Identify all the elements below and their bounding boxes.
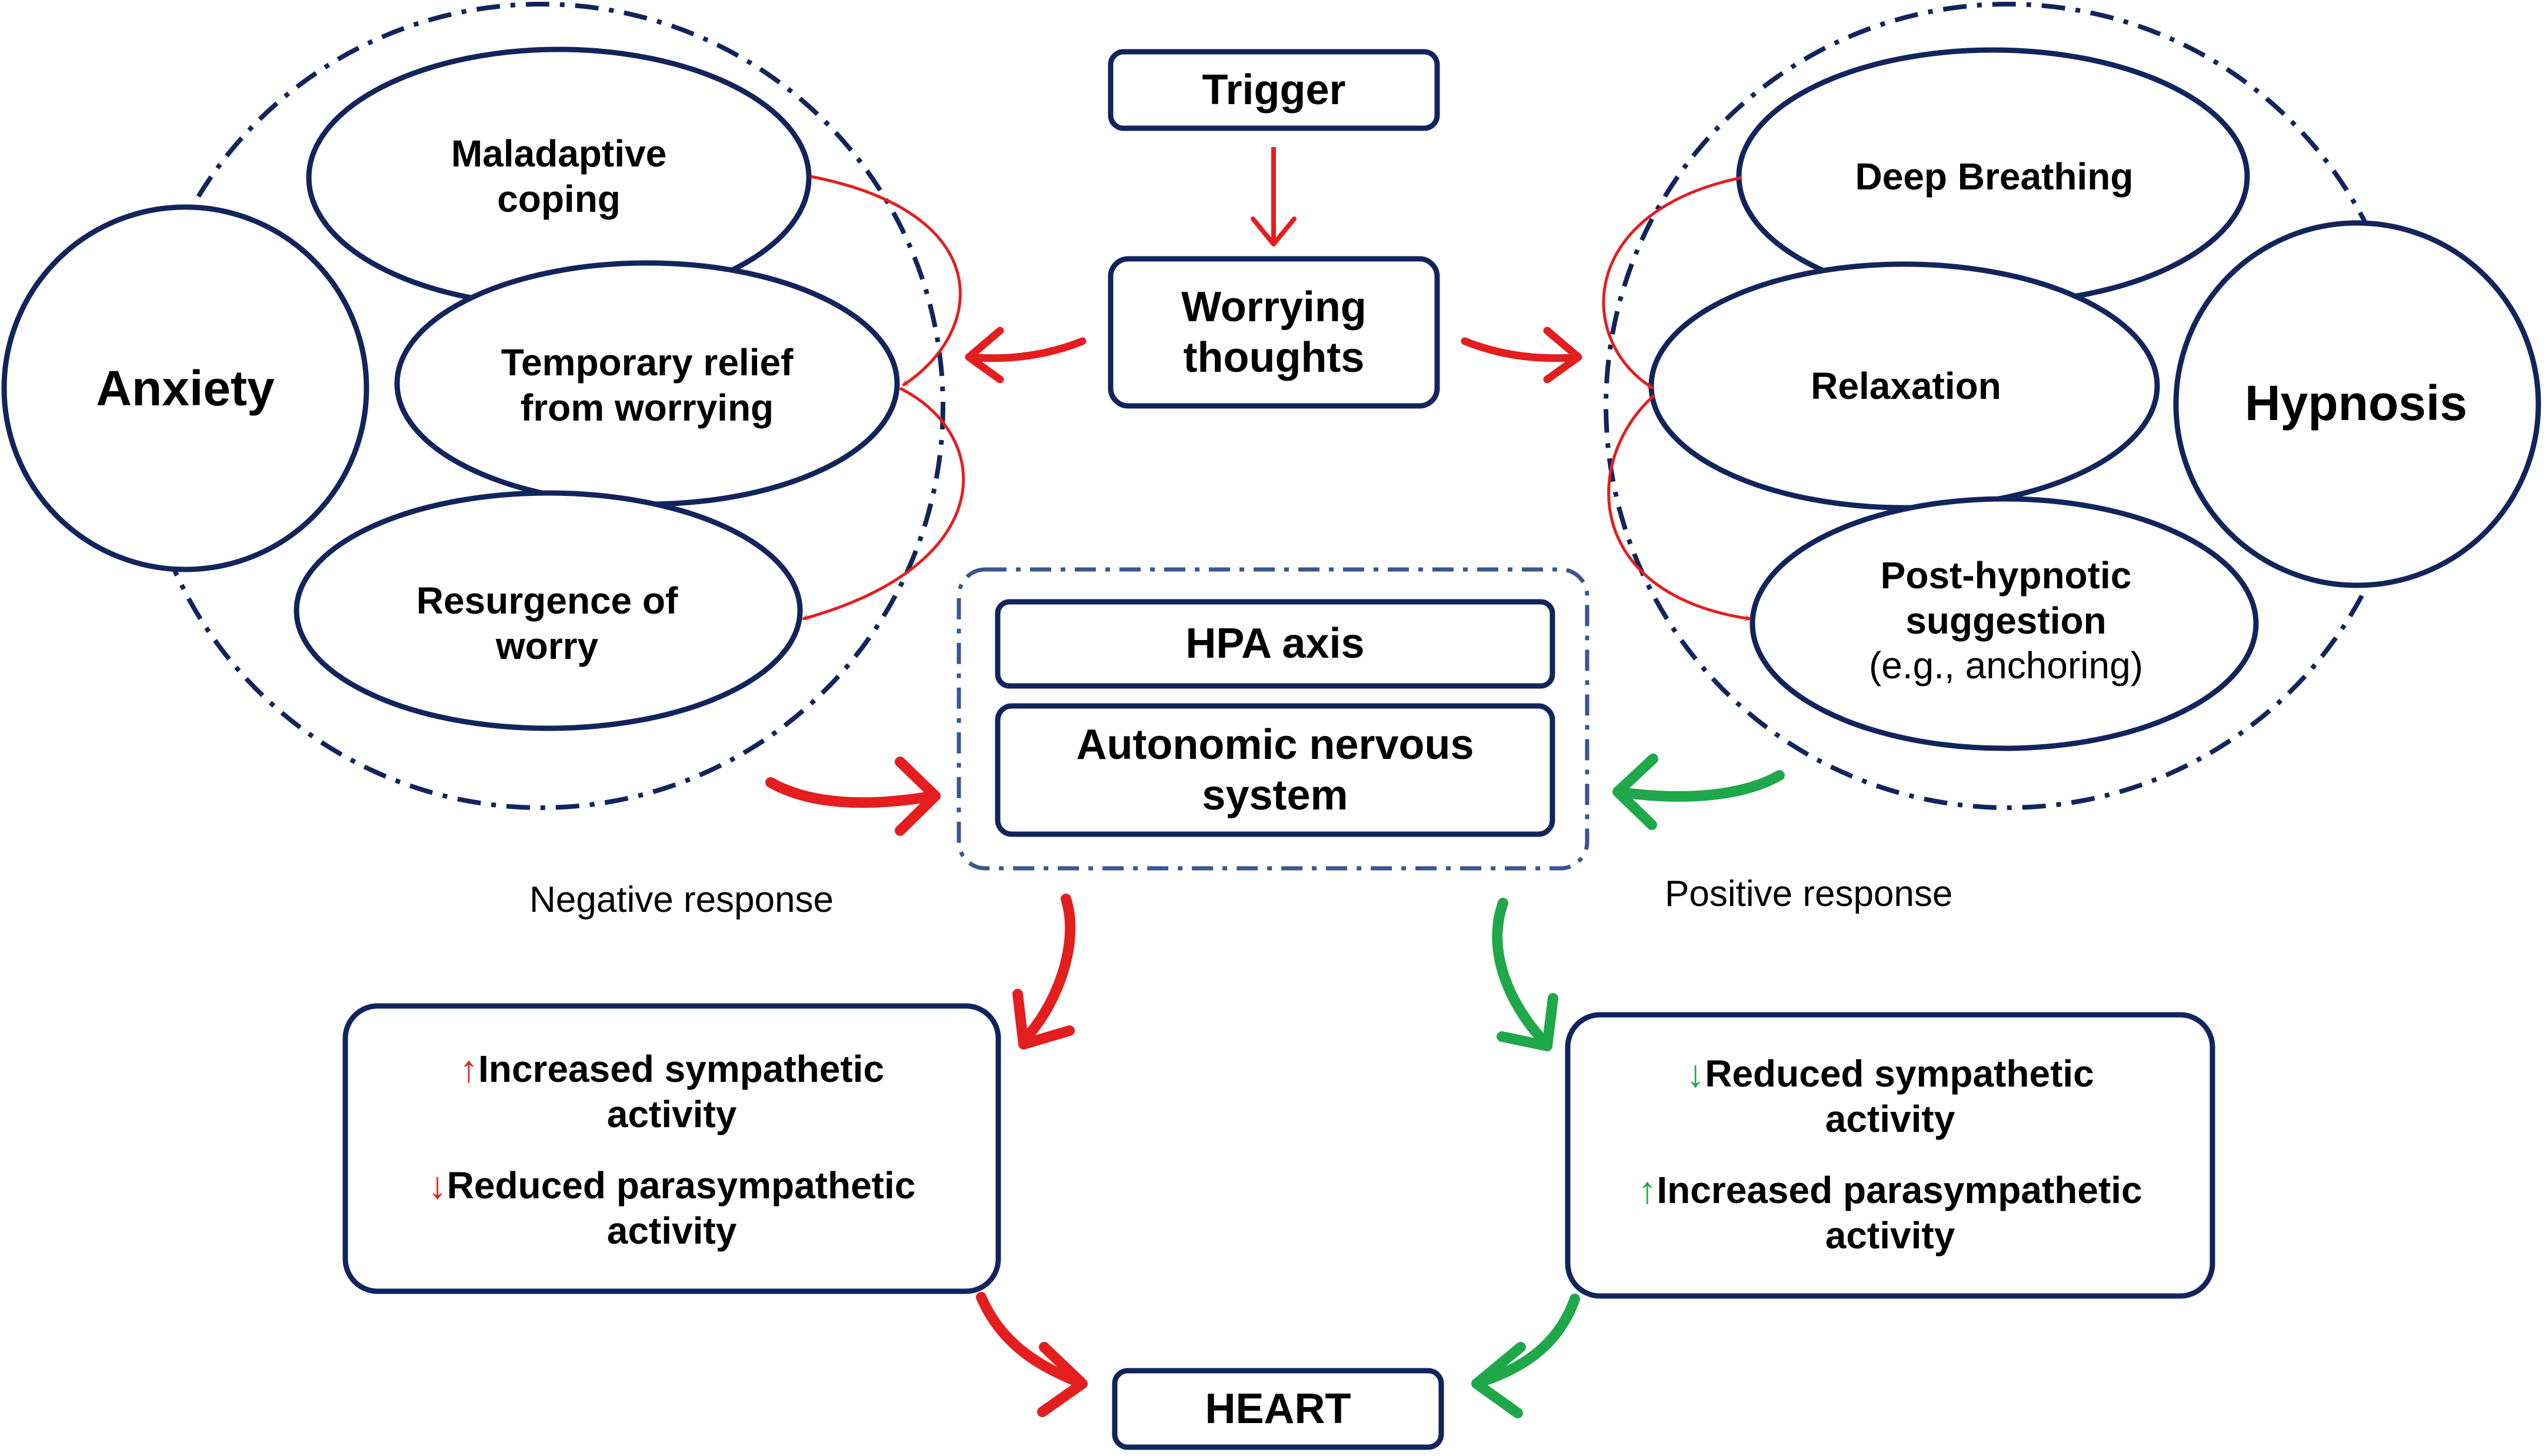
- heart-label: HEART: [1115, 1371, 1441, 1447]
- anxiety-group-outline: [137, 2, 945, 810]
- arrow-anxiety-to-center: [765, 777, 932, 808]
- worrying-line-1: Worrying: [1181, 283, 1367, 331]
- deep-breathing-label: Deep Breathing: [1782, 147, 2206, 206]
- arrow-trigger-to-worry-head: [1251, 216, 1297, 246]
- arrow-worry-to-anxiety: [972, 337, 1087, 362]
- worrying-thoughts-label: Worrying thoughts: [1111, 259, 1437, 406]
- positive-response-label: Positive response: [1665, 865, 2077, 924]
- anxiety-title-text: Anxiety: [96, 360, 275, 416]
- maladaptive-line-2: coping: [497, 178, 621, 220]
- worrying-thoughts-box: [1108, 256, 1440, 409]
- heart-text: HEART: [1205, 1385, 1351, 1432]
- cycle-arrow-relaxation-to-suggestion: [1607, 394, 1750, 619]
- cycle-arrow-coping-to-relief: [810, 175, 962, 387]
- anxiety-title: Anxiety: [24, 347, 347, 429]
- hypnosis-circle: [2173, 220, 2541, 588]
- resurgence-line-1: Resurgence of: [416, 579, 678, 622]
- resurgence-label: Resurgence of worry: [341, 565, 753, 682]
- arrow-negative-to-heart-head: [1037, 1342, 1088, 1417]
- suggestion-line-3: (e.g., anchoring): [1868, 644, 2144, 687]
- negative-effects-box: [342, 1003, 1001, 1294]
- pos-down-arrow-icon: ↓: [1686, 1052, 1705, 1095]
- maladaptive-coping-label: Maladaptive coping: [353, 118, 765, 235]
- positive-response-text: Positive response: [1665, 873, 1953, 914]
- heart-box: [1112, 1368, 1444, 1450]
- pos-up-arrow-icon: ↑: [1638, 1169, 1657, 1211]
- neg-line-1a: Increased sympathetic: [478, 1048, 885, 1091]
- arrow-center-to-positive-head: [1497, 993, 1558, 1051]
- hypnosis-title: Hypnosis: [2194, 362, 2518, 444]
- arrow-center-to-negative-head: [1012, 989, 1075, 1049]
- relaxation-label: Relaxation: [1694, 356, 2118, 415]
- post-hypnotic-label: Post-hypnotic suggestion (e.g., anchorin…: [1794, 535, 2218, 706]
- arrow-worry-to-anxiety-head: [965, 326, 1004, 384]
- negative-response-text: Negative response: [529, 879, 834, 920]
- anxiety-circle: [1, 204, 369, 572]
- maladaptive-line-1: Maladaptive: [451, 132, 667, 175]
- neg-line-2: ↓ Reduced parasympathetic: [428, 1163, 916, 1208]
- pos-line-1a: Reduced sympathetic: [1705, 1052, 2094, 1095]
- neg-up-arrow-icon: ↑: [459, 1048, 478, 1091]
- cycle-arrow-breathing-to-relaxation: [1602, 176, 1742, 390]
- arrow-positive-to-heart-head: [1471, 1342, 1526, 1418]
- ans-label: Autonomic nervous system: [998, 706, 1552, 834]
- arrow-center-to-positive: [1492, 898, 1547, 1044]
- neg-line-1: ↑ Increased sympathetic: [459, 1047, 884, 1092]
- hpa-axis-label: HPA axis: [998, 602, 1552, 686]
- pos-line-2b: activity: [1825, 1214, 1955, 1257]
- positive-effects-label: ↓ Reduced sympathetic activity ↑ Increas…: [1568, 1028, 2212, 1281]
- trigger-text: Trigger: [1202, 66, 1346, 114]
- hpa-axis-box: [995, 599, 1555, 689]
- ans-line-2: system: [1202, 772, 1348, 819]
- arrow-worry-to-hypnosis: [1461, 337, 1575, 362]
- resurgence-ellipse: [294, 490, 803, 731]
- relief-line-1: Temporary relief: [501, 341, 794, 384]
- temporary-relief-label: Temporary relief from worrying: [441, 326, 853, 444]
- neg-line-1b: activity: [606, 1093, 737, 1136]
- trigger-box: [1108, 49, 1440, 131]
- negative-effects-label: ↑ Increased sympathetic activity ↓ Reduc…: [345, 1024, 998, 1277]
- hypnosis-title-text: Hypnosis: [2244, 375, 2468, 431]
- pos-line-2: ↑ Increased parasympathetic: [1638, 1168, 2142, 1213]
- worrying-line-2: thoughts: [1183, 334, 1365, 381]
- pos-line-1: ↓ Reduced sympathetic: [1686, 1051, 2094, 1097]
- suggestion-line-2: suggestion: [1905, 599, 2107, 642]
- pos-line-1b: activity: [1825, 1098, 1955, 1141]
- post-hypnotic-ellipse: [1749, 496, 2259, 751]
- neg-down-arrow-icon: ↓: [428, 1164, 447, 1207]
- center-dashed-container: [957, 567, 1589, 871]
- neg-line-2a: Reduced parasympathetic: [446, 1164, 916, 1207]
- pos-line-2a: Increased parasympathetic: [1657, 1169, 2142, 1211]
- arrow-negative-to-heart: [976, 1292, 1082, 1387]
- arrow-hypnosis-to-center-head: [1612, 754, 1658, 830]
- relaxation-text: Relaxation: [1811, 364, 2001, 407]
- arrow-hypnosis-to-center: [1621, 770, 1785, 802]
- deep-breathing-text: Deep Breathing: [1855, 155, 2134, 198]
- positive-effects-box: [1565, 1012, 2215, 1299]
- suggestion-line-1: Post-hypnotic: [1880, 554, 2132, 597]
- arrow-worry-to-hypnosis-head: [1543, 326, 1582, 384]
- trigger-label: Trigger: [1111, 52, 1437, 128]
- cycle-arrow-relief-to-resurgence: [803, 387, 965, 619]
- neg-line-2b: activity: [606, 1209, 737, 1252]
- relief-line-2: from worrying: [520, 387, 774, 429]
- ans-line-1: Autonomic nervous: [1076, 721, 1474, 768]
- negative-response-label: Negative response: [529, 871, 941, 929]
- arrow-positive-to-heart: [1477, 1294, 1580, 1387]
- arrow-anxiety-to-center-head: [895, 757, 941, 836]
- resurgence-line-2: worry: [495, 625, 599, 667]
- arrow-center-to-negative: [1023, 894, 1076, 1041]
- hpa-axis-text: HPA axis: [1185, 620, 1365, 668]
- ans-box: [995, 703, 1555, 837]
